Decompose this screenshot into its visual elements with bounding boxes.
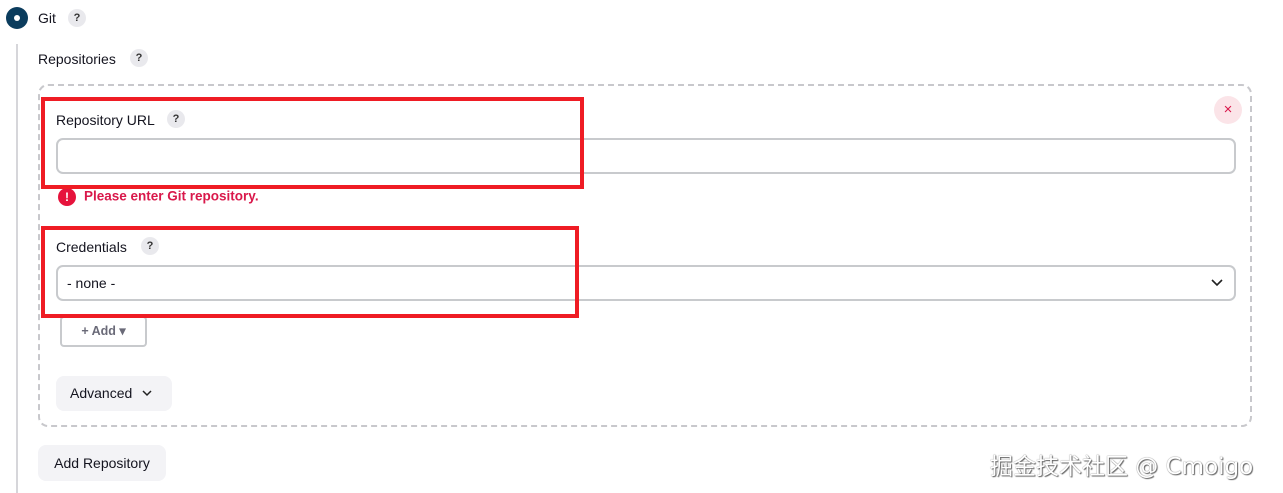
repository-url-help-icon[interactable]: ? — [167, 110, 185, 128]
repository-entry-panel — [38, 84, 1252, 427]
chevron-down-icon — [1210, 267, 1224, 310]
add-repository-button[interactable]: Add Repository — [38, 445, 166, 481]
advanced-button[interactable]: Advanced — [56, 376, 172, 411]
repository-url-error: ! Please enter Git repository. — [58, 188, 259, 206]
highlight-box-credentials — [41, 226, 579, 318]
remove-repository-button[interactable]: × — [1214, 96, 1242, 124]
chevron-down-icon — [142, 385, 152, 401]
repository-url-input[interactable] — [56, 138, 1236, 174]
repositories-label: Repositories — [38, 51, 116, 67]
close-icon: × — [1223, 101, 1233, 118]
watermark: 掘金技术社区 @ Cmoigo — [990, 454, 1254, 480]
repositories-help-icon[interactable]: ? — [130, 49, 148, 67]
highlight-box-repository-url — [41, 97, 584, 189]
repository-url-label: Repository URL — [56, 112, 155, 128]
section-indent-line — [16, 44, 18, 493]
git-option-label: Git — [38, 10, 56, 26]
credentials-help-icon[interactable]: ? — [141, 237, 159, 255]
credentials-label: Credentials — [56, 239, 127, 255]
error-icon: ! — [58, 188, 76, 206]
error-message: Please enter Git repository. — [84, 188, 259, 204]
git-help-icon[interactable]: ? — [68, 9, 86, 27]
credentials-selected-value: - none - — [67, 275, 116, 291]
advanced-label: Advanced — [70, 385, 133, 401]
credentials-select[interactable]: - none - — [56, 265, 1236, 301]
add-credentials-button[interactable]: + Add ▾ — [60, 316, 147, 347]
git-radio-button[interactable] — [6, 7, 28, 29]
